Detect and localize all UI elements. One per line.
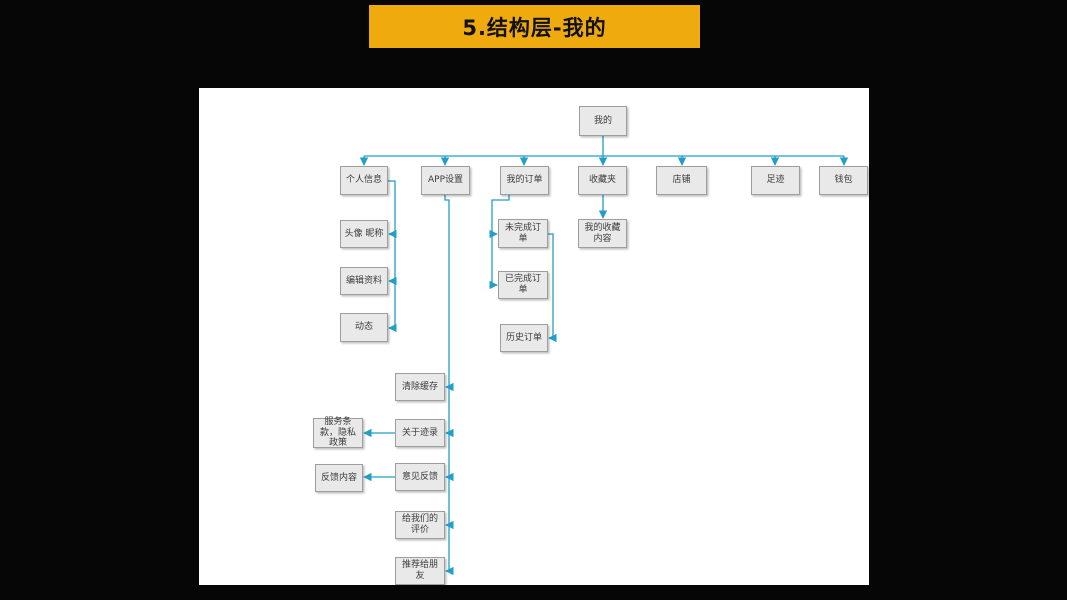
diagram-node-label: 我的 xyxy=(593,115,612,126)
diagram-node-label: 足迹 xyxy=(766,175,785,186)
diagram-node-label: 个人信息 xyxy=(345,175,382,186)
diagram-node-guanyujilu: 关于迹录 xyxy=(395,419,445,447)
diagram-node-qingchuhuancun: 清除缓存 xyxy=(395,373,445,401)
diagram-node-appshezhi: APP设置 xyxy=(421,166,470,195)
diagram-node-wodedingdan: 我的订单 xyxy=(500,166,549,195)
diagram-node-yijianfankui: 意见反馈 xyxy=(395,463,445,491)
diagram-node-label: 我的收藏内容 xyxy=(584,222,621,244)
diagram-edge-24 xyxy=(548,233,557,343)
slide-title: 5.结构层-我的 xyxy=(462,15,607,40)
diagram-node-gerenxinxi: 个人信息 xyxy=(340,166,388,195)
diagram-node-label: 关于迹录 xyxy=(401,427,438,438)
diagram-node-label: 钱包 xyxy=(834,175,853,186)
diagram-node-label: 推荐给朋友 xyxy=(401,560,438,581)
diagram-node-bianjiziliao: 编辑资料 xyxy=(340,267,388,295)
diagram-node-shoucangjia: 收藏夹 xyxy=(578,166,627,195)
diagram-node-qianbao: 钱包 xyxy=(819,166,868,195)
diagram-node-label: 头像 昵称 xyxy=(344,228,384,239)
diagram-node-label: 收藏夹 xyxy=(588,175,616,186)
diagram-node-label: 给我们的评价 xyxy=(401,514,438,535)
diagram-node-label: 清除缓存 xyxy=(401,381,438,392)
diagram-node-zuji: 足迹 xyxy=(751,166,800,195)
diagram-edge-21 xyxy=(491,195,510,285)
diagram-node-lishidingdan: 历史订单 xyxy=(500,324,548,352)
diagram-node-wode: 我的 xyxy=(579,106,627,136)
diagram-node-dongtai: 动态 xyxy=(340,313,388,342)
diagram-node-fankuineirong: 反馈内容 xyxy=(315,464,363,492)
diagram-node-shoucangneirong: 我的收藏内容 xyxy=(578,219,627,248)
diagram-node-label: 店铺 xyxy=(672,175,691,186)
diagram-node-label: 意见反馈 xyxy=(401,471,438,482)
diagram-node-label: 反馈内容 xyxy=(320,472,357,483)
diagram-node-label: 编辑资料 xyxy=(345,275,382,286)
diagram-node-weiwancheng: 未完成订单 xyxy=(498,219,548,248)
diagram-node-tuijian: 推荐给朋友 xyxy=(395,557,445,585)
diagram-node-label: 未完成订单 xyxy=(504,222,541,244)
diagram-node-label: APP设置 xyxy=(427,175,463,186)
diagram-canvas: 我的个人信息 APP设置 我的订单 收藏夹 店铺 足迹 钱包头像 昵称编辑资料动态 未完成订单… xyxy=(199,88,869,585)
edges-layer xyxy=(359,136,849,576)
diagram-node-yiwancheng: 已完成订单 xyxy=(498,271,548,299)
title-banner: 5.结构层-我的 xyxy=(369,5,700,48)
diagram-node-fuwutiaokuan: 服务条款，隐私政策 xyxy=(313,416,363,449)
diagram-edge-9 xyxy=(388,180,396,328)
diagram-node-label: 服务条款，隐私政策 xyxy=(319,416,356,449)
diagram-node-label: 历史订单 xyxy=(505,332,542,343)
diagram-node-touxiangnicheng: 头像 昵称 xyxy=(340,220,388,248)
diagram-node-pingjia: 给我们的评价 xyxy=(395,511,445,539)
diagram-node-label: 我的订单 xyxy=(506,175,543,186)
diagram-node-label: 动态 xyxy=(354,322,373,333)
diagram-edge-13 xyxy=(444,195,450,571)
diagram-node-label: 已完成订单 xyxy=(504,274,541,295)
diagram-node-dianpu: 店铺 xyxy=(656,166,707,195)
